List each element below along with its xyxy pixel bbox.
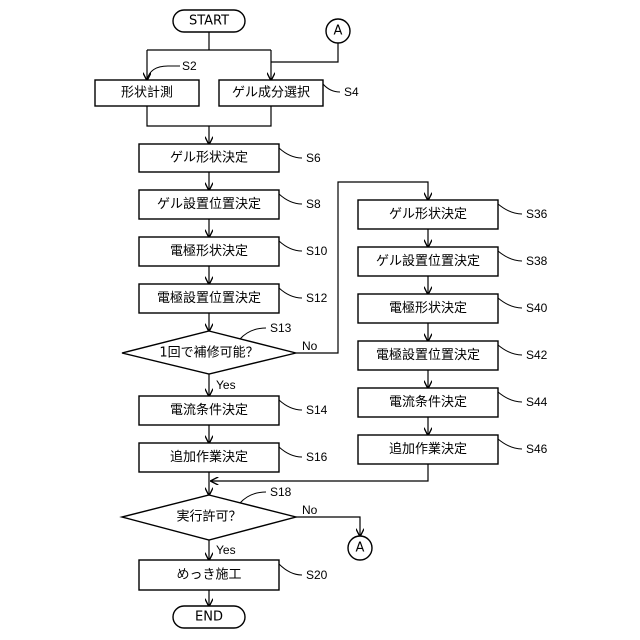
step-s16-text: 追加作業決定 (170, 449, 248, 465)
step-s12-label: S12 (306, 291, 328, 305)
step-s42-text: 電極設置位置決定 (376, 347, 480, 363)
step-s42-label: S42 (526, 348, 548, 362)
step-s46: 追加作業決定 S46 (358, 435, 548, 464)
step-s38-text: ゲル設置位置決定 (376, 253, 480, 269)
step-s8-text: ゲル設置位置決定 (157, 196, 261, 212)
connector-a-bottom: A (348, 536, 372, 560)
line-merge (147, 106, 271, 126)
step-s36: ゲル形状決定 S36 (358, 200, 548, 229)
step-s40-text: 電極形状決定 (389, 300, 467, 316)
connector-a-top-label: A (334, 24, 343, 39)
step-s10-text: 電極形状決定 (170, 243, 248, 259)
decision-s18: 実行許可？ S18 Yes No (122, 485, 318, 557)
step-s20-label: S20 (306, 568, 328, 582)
step-s42: 電極設置位置決定 S42 (358, 341, 548, 370)
step-s36-text: ゲル形状決定 (389, 207, 467, 222)
decision-s18-no: No (302, 503, 318, 517)
step-s6: ゲル形状決定 S6 (139, 144, 321, 172)
step-s4-label: S4 (344, 85, 359, 99)
step-s6-text: ゲル形状決定 (170, 151, 248, 166)
end-label: END (195, 610, 223, 625)
decision-s18-text: 実行許可？ (176, 509, 241, 525)
step-s36-label: S36 (526, 207, 548, 221)
decision-s13-yes: Yes (216, 378, 236, 392)
step-s14-label: S14 (306, 403, 328, 417)
step-s20-text: めっき施工 (176, 568, 241, 583)
arrow-no-to-a (296, 517, 360, 536)
step-s14: 電流条件決定 S14 (139, 396, 328, 425)
step-s10: 電極形状決定 S10 (139, 237, 328, 266)
step-s4-text: ゲル成分選択 (232, 86, 310, 101)
step-s16: 追加作業決定 S16 (139, 443, 328, 472)
step-s40-label: S40 (526, 301, 548, 315)
step-s8: ゲル設置位置決定 S8 (139, 190, 321, 219)
step-s44-text: 電流条件決定 (389, 394, 467, 410)
step-s44-label: S44 (526, 395, 548, 409)
step-s16-label: S16 (306, 450, 328, 464)
step-s46-text: 追加作業決定 (389, 441, 467, 457)
end-terminal: END (173, 606, 245, 628)
step-s44: 電流条件決定 S44 (358, 388, 548, 417)
step-s4: ゲル成分選択 S4 (219, 80, 359, 106)
decision-s13: 1回で補修可能？ S13 Yes No (122, 321, 318, 392)
decision-s13-no: No (302, 339, 318, 353)
connector-a-top: A (326, 19, 350, 43)
step-s8-label: S8 (306, 197, 321, 211)
step-s40: 電極形状決定 S40 (358, 294, 548, 323)
connector-a-bottom-label: A (356, 541, 365, 556)
step-s20: めっき施工 S20 (139, 560, 328, 590)
step-s38: ゲル設置位置決定 S38 (358, 247, 548, 276)
decision-s13-label: S13 (270, 321, 292, 335)
line-a-to-s4 (271, 43, 338, 62)
step-s12-text: 電極設置位置決定 (157, 290, 261, 306)
start-label: START (189, 14, 229, 29)
step-s46-label: S46 (526, 442, 548, 456)
step-s2-text: 形状計測 (121, 85, 173, 101)
start-terminal: START (173, 10, 245, 32)
step-s10-label: S10 (306, 244, 328, 258)
step-s6-label: S6 (306, 151, 321, 165)
step-s2-label: S2 (182, 59, 197, 73)
step-s12: 電極設置位置決定 S12 (139, 284, 328, 313)
decision-s18-yes: Yes (216, 543, 236, 557)
decision-s18-label: S18 (270, 485, 292, 499)
step-s14-text: 電流条件決定 (170, 402, 248, 418)
step-s38-label: S38 (526, 254, 548, 268)
decision-s13-text: 1回で補修可能？ (159, 346, 258, 361)
